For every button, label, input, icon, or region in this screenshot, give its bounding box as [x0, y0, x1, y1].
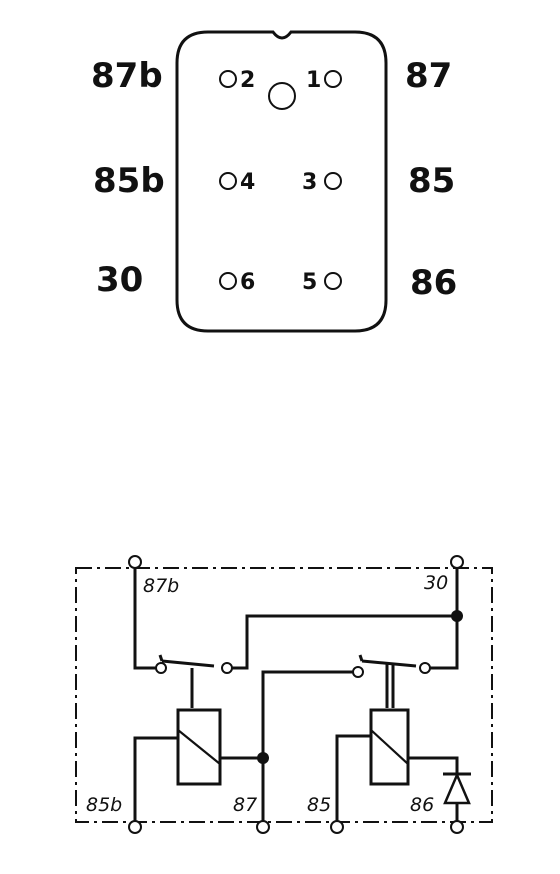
- terminal-label-85b: 85b: [93, 161, 165, 201]
- contact-30-2: [419, 662, 431, 674]
- junction-30: [451, 610, 463, 622]
- diode-icon: [443, 771, 471, 805]
- schematic-label-87b: 87b: [143, 575, 179, 597]
- terminal-pin-30: [450, 555, 464, 569]
- terminal-pin-87b: [128, 555, 142, 569]
- junction-87: [257, 752, 269, 764]
- pin-hole-4: [219, 172, 237, 190]
- pin-number-2: 2: [240, 68, 255, 93]
- pin-hole-2: [219, 70, 237, 88]
- pin-number-5: 5: [302, 270, 317, 295]
- wire-coil2-left: [335, 734, 371, 823]
- terminal-pin-87: [256, 820, 270, 834]
- pin-number-1: 1: [306, 68, 321, 93]
- contact-87-2: [352, 666, 364, 678]
- pin-hole-1: [324, 70, 342, 88]
- pin-number-3: 3: [302, 170, 317, 195]
- terminal-pin-85b: [128, 820, 142, 834]
- relay-coil-2: [369, 708, 410, 786]
- switch-1: [158, 654, 215, 668]
- pin-hole-6: [219, 272, 237, 290]
- switch-2: [358, 654, 417, 668]
- wire-87: [261, 670, 355, 823]
- wire-coil2-link: [385, 664, 395, 708]
- connector-pinout: 2 1 4 3 6 5 87b 85b 30 87 85 86: [91, 30, 457, 333]
- terminal-label-86: 86: [410, 263, 457, 303]
- pin-hole-3: [324, 172, 342, 190]
- relay-schematic: 87b 30 85b 87 85 86: [75, 555, 493, 834]
- terminal-label-30: 30: [96, 260, 143, 300]
- pin-number-6: 6: [240, 270, 255, 295]
- schematic-label-30: 30: [424, 572, 448, 594]
- terminal-label-87: 87: [405, 56, 452, 96]
- wire-coil1-left: [133, 736, 178, 823]
- contact-30-1: [221, 662, 233, 674]
- center-key-hole: [268, 82, 296, 110]
- terminal-pin-86: [450, 820, 464, 834]
- connector-housing: [175, 30, 388, 333]
- terminal-pin-85: [330, 820, 344, 834]
- schematic-label-85b: 85b: [86, 794, 122, 816]
- wire-30: [229, 566, 459, 670]
- wire-87b: [133, 566, 158, 670]
- schematic-enclosure: [75, 567, 493, 823]
- terminal-label-85: 85: [408, 161, 455, 201]
- schematic-label-87: 87: [233, 794, 257, 816]
- relay-coil-1: [176, 708, 222, 786]
- terminal-label-87b: 87b: [91, 56, 163, 96]
- schematic-label-85: 85: [307, 794, 331, 816]
- pin-number-4: 4: [240, 170, 255, 195]
- pin-hole-5: [324, 272, 342, 290]
- schematic-label-86: 86: [410, 794, 434, 816]
- contact-87b-1: [155, 662, 167, 674]
